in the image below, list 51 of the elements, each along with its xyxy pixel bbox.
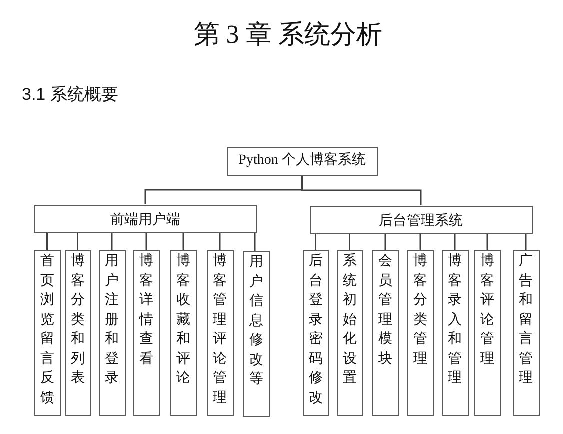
connector-line bbox=[111, 233, 113, 250]
module-box bbox=[133, 250, 160, 416]
connector-line bbox=[146, 233, 148, 250]
module-box bbox=[442, 250, 468, 416]
node-label: 用户注册和登录 bbox=[105, 251, 119, 387]
module-box bbox=[98, 250, 126, 416]
module-box bbox=[512, 250, 540, 416]
connector-line bbox=[420, 234, 422, 250]
module-box bbox=[302, 250, 329, 416]
node-label: 前端用户端 bbox=[110, 210, 180, 228]
connector-line bbox=[254, 233, 256, 251]
system-box bbox=[226, 146, 378, 176]
module-box bbox=[170, 250, 197, 416]
section-heading: 3.1 系统概要 bbox=[22, 84, 118, 106]
connector-line bbox=[46, 233, 48, 250]
connector-line bbox=[182, 233, 184, 250]
node-label: 后台登录密码修改 bbox=[308, 251, 323, 406]
chapter-title: 第 3 章 系统分析 bbox=[194, 19, 382, 51]
connector-line bbox=[77, 233, 78, 250]
node-label: 广告和留言管理 bbox=[519, 251, 533, 387]
module-box bbox=[34, 250, 60, 416]
connector-line bbox=[349, 234, 350, 250]
module-box bbox=[474, 250, 501, 416]
subsystem-box bbox=[310, 206, 532, 234]
node-label: 博客录入和管理 bbox=[448, 251, 462, 387]
module-box bbox=[407, 250, 434, 416]
connector-line bbox=[454, 234, 456, 250]
subsystem-box bbox=[34, 204, 257, 233]
module-box bbox=[64, 250, 91, 416]
node-label: 博客分类和列表 bbox=[70, 251, 85, 387]
node-label: 首页浏览留言反馈 bbox=[40, 251, 54, 406]
node-label: 会员管理模块 bbox=[378, 251, 392, 368]
node-label: 博客评论管理 bbox=[480, 251, 494, 368]
module-box bbox=[336, 250, 363, 416]
node-label: 后台管理系统 bbox=[379, 210, 463, 229]
node-label: 博客分类管理 bbox=[414, 251, 428, 368]
node-label: Python 个人博客系统 bbox=[238, 152, 366, 170]
connector-line bbox=[315, 234, 316, 250]
node-label: 博客管理评论管理 bbox=[213, 251, 227, 406]
module-box bbox=[243, 251, 270, 417]
module-box bbox=[372, 250, 399, 416]
node-label: 博客详情查看 bbox=[140, 251, 154, 368]
node-label: 系统初始化设置 bbox=[342, 251, 357, 387]
node-label: 博客收藏和评论 bbox=[176, 251, 190, 387]
connector-line bbox=[384, 234, 386, 250]
node-label: 用户信息修改等 bbox=[250, 252, 264, 388]
connector-line bbox=[219, 233, 221, 250]
connector-line bbox=[486, 234, 488, 250]
connector-line bbox=[302, 176, 422, 206]
connector-line bbox=[525, 234, 527, 250]
module-box bbox=[206, 250, 234, 416]
